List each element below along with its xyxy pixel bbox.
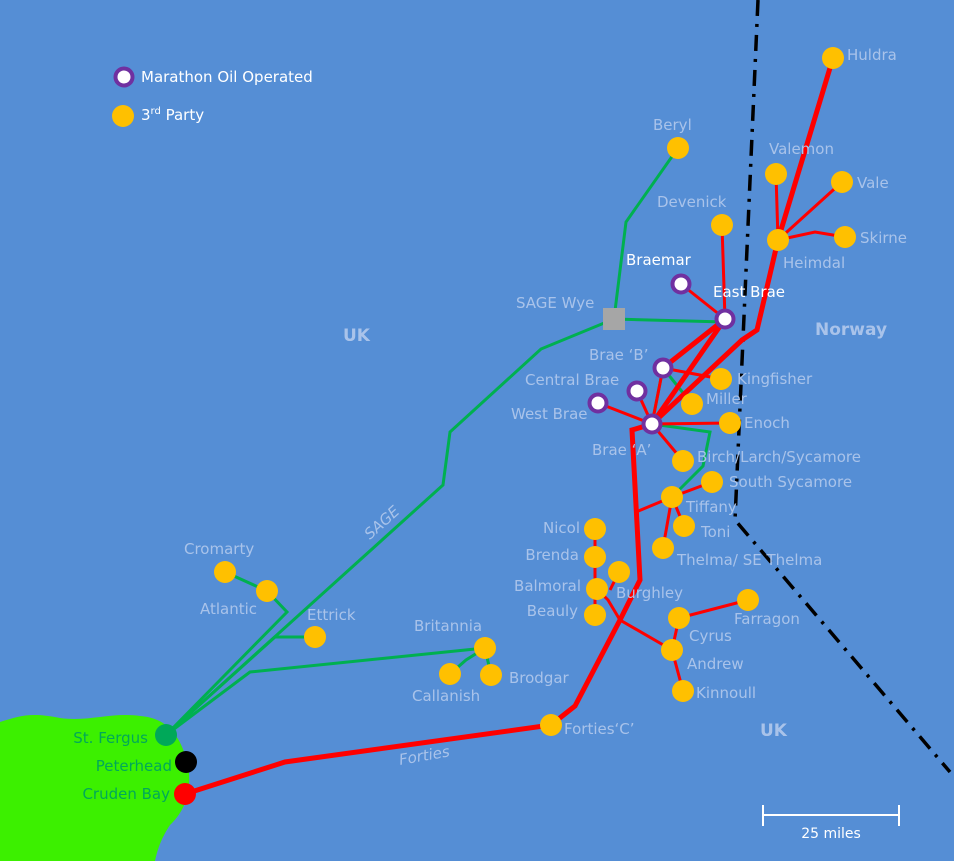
field-thelma[interactable] bbox=[652, 537, 674, 559]
label-west-brae: West Brae bbox=[511, 405, 588, 423]
label-thelma: Thelma/ SE Thelma bbox=[676, 551, 822, 569]
field-west-brae[interactable] bbox=[587, 392, 609, 414]
country-norway: Norway bbox=[815, 320, 887, 340]
label-toni: Toni bbox=[700, 523, 730, 541]
label-brodgar: Brodgar bbox=[509, 669, 570, 687]
label-vale: Vale bbox=[857, 174, 889, 192]
field-forties-c[interactable] bbox=[540, 714, 562, 736]
field-ettrick[interactable] bbox=[304, 626, 326, 648]
label-cruden-bay: Cruden Bay bbox=[82, 785, 170, 803]
label-huldra: Huldra bbox=[847, 46, 897, 64]
field-valemon[interactable] bbox=[765, 163, 787, 185]
field-cromarty[interactable] bbox=[214, 561, 236, 583]
label-atlantic: Atlantic bbox=[200, 600, 257, 618]
field-brae-b[interactable] bbox=[652, 357, 674, 379]
field-kinnoull[interactable] bbox=[672, 680, 694, 702]
legend-third-party: 3rd Party bbox=[141, 106, 204, 124]
sage-wye-junction[interactable] bbox=[603, 308, 625, 330]
label-braemar: Braemar bbox=[626, 251, 692, 269]
label-birch: Birch/Larch/Sycamore bbox=[697, 448, 861, 466]
country-uk-north: UK bbox=[343, 326, 371, 346]
field-beryl[interactable] bbox=[667, 137, 689, 159]
third-party-fields bbox=[214, 47, 856, 736]
field-birch[interactable] bbox=[672, 450, 694, 472]
field-tiffany[interactable] bbox=[661, 486, 683, 508]
legend-operated: Marathon Oil Operated bbox=[141, 68, 313, 86]
label-farragon: Farragon bbox=[734, 610, 800, 628]
label-east-brae: East Brae bbox=[713, 283, 785, 301]
label-andrew: Andrew bbox=[687, 655, 744, 673]
field-cyrus[interactable] bbox=[668, 607, 690, 629]
label-brae-b: Brae ‘B’ bbox=[589, 346, 648, 364]
field-labels: Huldra Valemon Vale Skirne Heimdal Deven… bbox=[184, 46, 907, 738]
scale-bar: 25 miles bbox=[762, 805, 900, 842]
label-britannia: Britannia bbox=[414, 617, 482, 635]
field-burghley[interactable] bbox=[608, 561, 630, 583]
field-beauly[interactable] bbox=[584, 604, 606, 626]
scale-label: 25 miles bbox=[801, 826, 861, 842]
field-brae-a[interactable] bbox=[641, 413, 663, 435]
field-enoch[interactable] bbox=[719, 412, 741, 434]
label-brae-a: Brae ‘A’ bbox=[592, 441, 651, 459]
operated-fields bbox=[587, 273, 736, 435]
median-line bbox=[733, 0, 952, 774]
field-farragon[interactable] bbox=[737, 589, 759, 611]
label-burghley: Burghley bbox=[616, 584, 683, 602]
field-brodgar[interactable] bbox=[480, 664, 502, 686]
terminal-peterhead[interactable] bbox=[175, 751, 197, 773]
legend: Marathon Oil Operated 3rd Party bbox=[112, 66, 313, 127]
field-nicol[interactable] bbox=[584, 518, 606, 540]
label-st-fergus: St. Fergus bbox=[73, 729, 148, 747]
third-party-legend-icon bbox=[112, 105, 134, 127]
field-braemar[interactable] bbox=[670, 273, 692, 295]
label-balmoral: Balmoral bbox=[514, 577, 581, 595]
label-callanish: Callanish bbox=[412, 687, 480, 705]
field-brenda[interactable] bbox=[584, 546, 606, 568]
label-cromarty: Cromarty bbox=[184, 540, 254, 558]
field-balmoral[interactable] bbox=[586, 578, 608, 600]
label-skirne: Skirne bbox=[860, 229, 907, 247]
field-atlantic[interactable] bbox=[256, 580, 278, 602]
label-kingfisher: Kingfisher bbox=[737, 370, 813, 388]
field-heimdal[interactable] bbox=[767, 229, 789, 251]
field-kingfisher[interactable] bbox=[710, 368, 732, 390]
field-vale[interactable] bbox=[831, 171, 853, 193]
field-britannia[interactable] bbox=[474, 637, 496, 659]
operated-legend-icon bbox=[113, 66, 135, 88]
field-callanish[interactable] bbox=[439, 663, 461, 685]
label-enoch: Enoch bbox=[744, 414, 790, 432]
label-forties-c: Forties‘C’ bbox=[564, 720, 635, 738]
label-peterhead: Peterhead bbox=[96, 757, 172, 775]
label-beryl: Beryl bbox=[653, 116, 692, 134]
label-miller: Miller bbox=[706, 390, 748, 408]
country-uk-south: UK bbox=[760, 721, 788, 741]
label-valemon: Valemon bbox=[769, 140, 834, 158]
label-heimdal: Heimdal bbox=[783, 254, 845, 272]
field-andrew[interactable] bbox=[661, 639, 683, 661]
label-beauly: Beauly bbox=[527, 602, 578, 620]
label-tiffany: Tiffany bbox=[685, 498, 737, 516]
field-toni[interactable] bbox=[673, 515, 695, 537]
label-ettrick: Ettrick bbox=[307, 606, 356, 624]
label-sage-wye: SAGE Wye bbox=[516, 294, 594, 312]
terminal-st-fergus[interactable] bbox=[155, 724, 177, 746]
label-devenick: Devenick bbox=[657, 193, 727, 211]
label-south-sycamore: South Sycamore bbox=[729, 473, 852, 491]
label-nicol: Nicol bbox=[543, 519, 580, 537]
land-scotland bbox=[0, 715, 190, 861]
field-miller[interactable] bbox=[681, 393, 703, 415]
label-brenda: Brenda bbox=[525, 546, 579, 564]
label-cyrus: Cyrus bbox=[689, 627, 732, 645]
field-east-brae[interactable] bbox=[714, 308, 736, 330]
field-skirne[interactable] bbox=[834, 226, 856, 248]
terminal-cruden-bay[interactable] bbox=[174, 783, 196, 805]
field-central-brae[interactable] bbox=[626, 380, 648, 402]
field-south-sycamore[interactable] bbox=[701, 471, 723, 493]
label-central-brae: Central Brae bbox=[525, 371, 619, 389]
label-kinnoull: Kinnoull bbox=[696, 684, 756, 702]
field-huldra[interactable] bbox=[822, 47, 844, 69]
field-devenick[interactable] bbox=[711, 214, 733, 236]
